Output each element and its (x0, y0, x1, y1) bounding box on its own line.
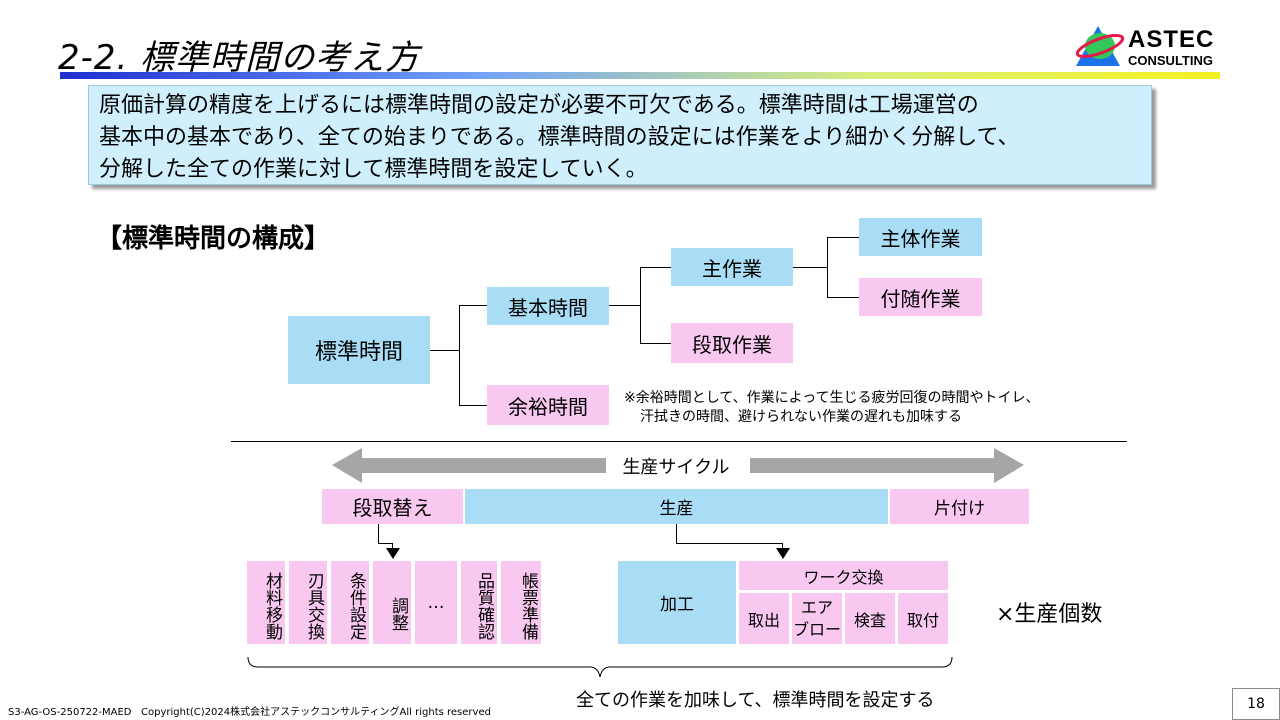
company-logo-icon (1075, 26, 1125, 66)
down-arrow-icon (776, 548, 790, 559)
intro-box: 原価計算の精度を上げるには標準時間の設定が必要不可欠である。標準時間は工場運営の… (88, 85, 1152, 185)
brace-icon (247, 656, 953, 678)
setup-item: 調整 (373, 561, 411, 644)
cycle-arrow-icon (332, 448, 1024, 483)
page-number: 18 (1232, 688, 1280, 720)
cycle-label: 生産サイクル (622, 457, 730, 478)
down-arrow-icon (386, 548, 400, 559)
section-heading: 【標準時間の構成】 (96, 224, 331, 254)
logo-text-astec: ASTEC (1128, 26, 1215, 53)
connector (676, 524, 677, 544)
node-allowance-time: 余裕時間 (487, 385, 609, 425)
connector (827, 237, 828, 297)
exchange-item: 検査 (845, 593, 895, 644)
exchange-item: エア ブロー (792, 593, 842, 644)
footer-text: S3-AG-OS-250722-MAED Copyright(C)2024株式会… (8, 703, 491, 718)
node-setup-work: 段取作業 (671, 323, 793, 363)
connector (430, 350, 460, 351)
setup-item: 条件設定 (331, 561, 369, 644)
node-main-work: 主作業 (671, 248, 793, 286)
allowance-note: ※余裕時間として、作業によって生じる疲労回復の時間やトイレ、汗拭きの時間、避けら… (624, 389, 1040, 427)
intro-line-2: 基本中の基本であり、全ての始まりである。標準時間の設定には作業をより細かく分解し… (99, 125, 1020, 150)
connector (640, 343, 671, 344)
divider (231, 441, 1127, 442)
connector (640, 267, 641, 343)
setup-item: 品質確認 (461, 561, 497, 644)
connector (378, 524, 379, 544)
summary-text: 全ての作業を加味して、標準時間を設定する (576, 690, 935, 711)
connector (827, 297, 859, 298)
node-standard-time: 標準時間 (288, 316, 430, 384)
connector (392, 543, 393, 549)
footer-code: S3-AG-OS-250722-MAED (8, 707, 132, 718)
connector (640, 267, 671, 268)
intro-line-3: 分解した全ての作業に対して標準時間を設定していく。 (99, 157, 648, 182)
logo-text-consulting: CONSULTING (1128, 53, 1213, 68)
connector (676, 543, 783, 544)
note-line-2: 汗拭きの時間、避けられない作業の遅れも加味する (640, 409, 962, 425)
connector (793, 267, 828, 268)
setup-item: 材料移動 (247, 561, 285, 644)
phase-setup: 段取替え (322, 489, 463, 524)
exchange-item: 取付 (898, 593, 948, 644)
node-core-work: 主体作業 (859, 218, 982, 256)
connector (609, 305, 641, 306)
setup-item: 刃具交換 (289, 561, 327, 644)
intro-line-1: 原価計算の精度を上げるには標準時間の設定が必要不可欠である。標準時間は工場運営の (99, 93, 979, 118)
task-processing: 加工 (618, 561, 736, 644)
page-title: 2-2. 標準時間の考え方 (58, 38, 421, 78)
setup-item-ellipsis: … (415, 561, 457, 644)
node-basic-time: 基本時間 (487, 287, 609, 325)
footer-copyright: Copyright(C)2024株式会社アステックコンサルティングAll rig… (141, 707, 491, 718)
note-line-1: ※余裕時間として、作業によって生じる疲労回復の時間やトイレ、 (624, 390, 1040, 406)
connector (827, 237, 859, 238)
connector (459, 305, 460, 405)
exchange-item: 取出 (739, 593, 789, 644)
task-work-exchange: ワーク交換 (739, 561, 948, 590)
connector (782, 543, 783, 549)
node-incidental-work: 付随作業 (859, 278, 982, 316)
phase-cleanup: 片付け (890, 489, 1029, 524)
title-underline (60, 72, 1220, 79)
phase-production: 生産 (465, 489, 888, 524)
connector (378, 543, 393, 544)
connector (459, 305, 487, 306)
multiplier-label: ×生産個数 (996, 602, 1103, 627)
connector (459, 405, 487, 406)
setup-item: 帳票準備 (501, 561, 541, 644)
